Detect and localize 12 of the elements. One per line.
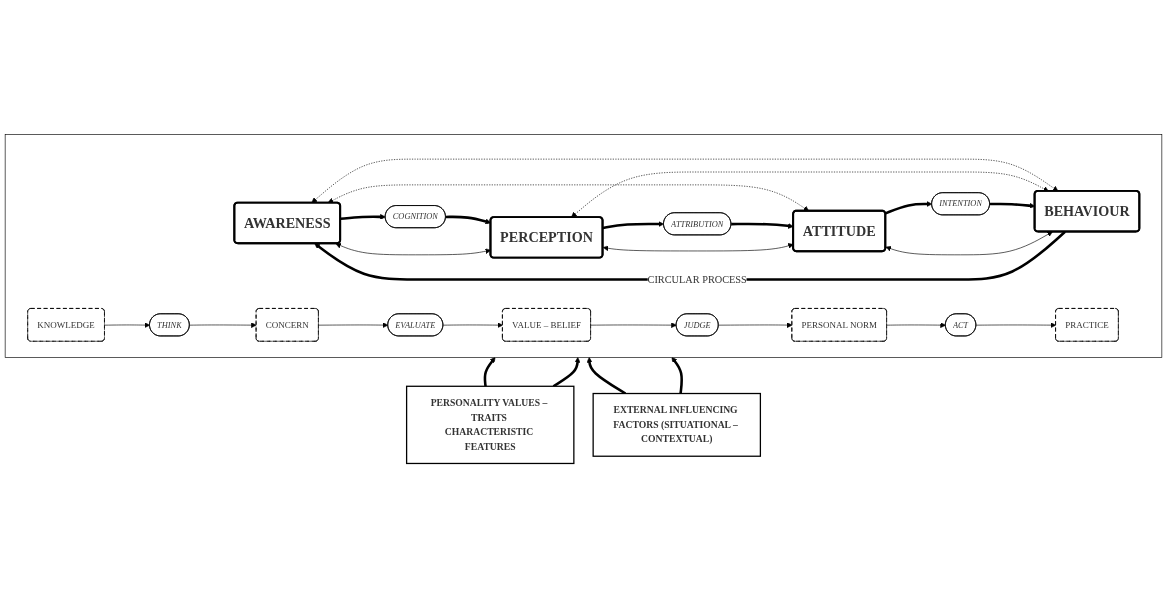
arrow [340,214,386,221]
arrow [731,222,794,229]
cluster [4,134,1163,358]
arrow [586,357,627,395]
edge-label: CIRCULAR PROCESS [647,273,747,285]
node-box: EXTERNAL INFLUENCING FACTORS (SITUATIONAL – CONTEXTUAL) [592,392,762,457]
node-box: PERSONALITY VALUES – TRAITS CHARACTERISTIC FEATURES [405,385,575,465]
arrow [885,201,933,215]
arrow [552,357,581,388]
arrow [483,357,496,387]
arrow [602,221,665,230]
arrow [671,357,683,394]
